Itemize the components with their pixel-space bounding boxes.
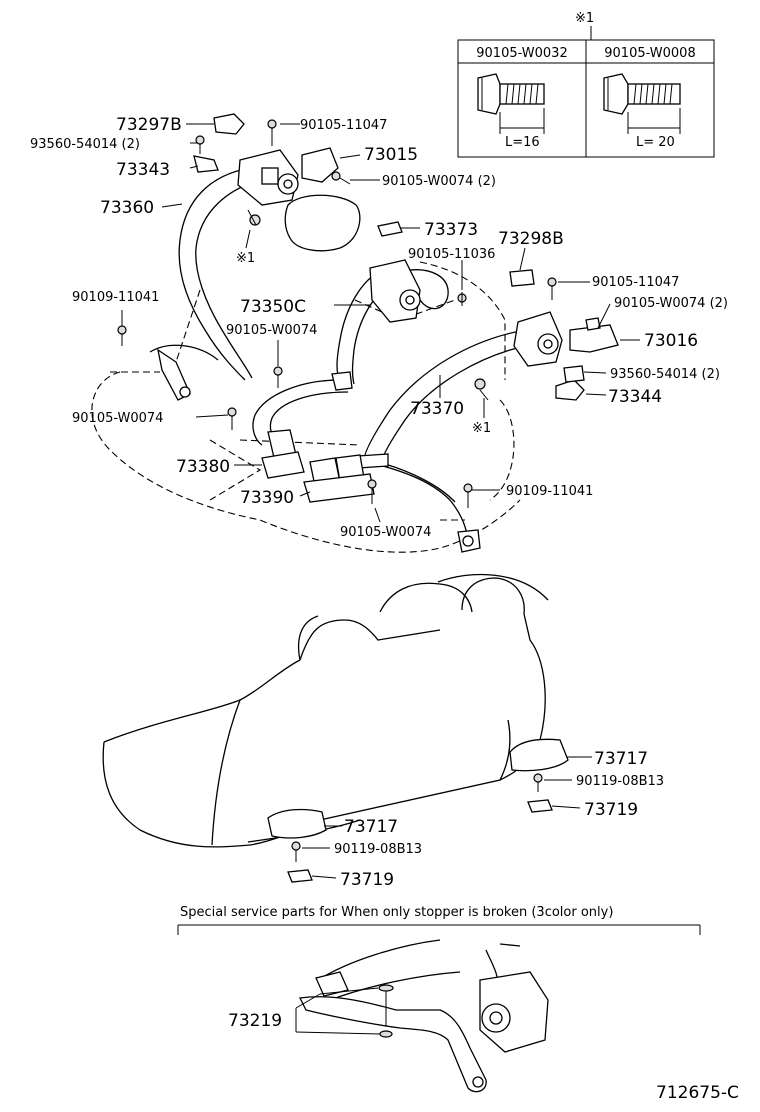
special-parts-note: Special service parts for When only stop…	[180, 905, 613, 920]
label-73370: 73370	[410, 399, 464, 419]
right-retractor	[513, 311, 563, 367]
label-mark1-b: ※1	[472, 421, 491, 436]
center-retractor	[369, 259, 421, 323]
seat-belt-assembly-drawing	[91, 113, 640, 553]
label-90105-W0074-2b: 90105-W0074 (2)	[614, 296, 728, 311]
label-73344: 73344	[608, 387, 662, 407]
label-90105-W0074-c: 90105-W0074	[340, 525, 431, 540]
label-73297B: 73297B	[116, 115, 182, 135]
buckle-73380	[261, 429, 305, 479]
label-73343: 73343	[116, 160, 170, 180]
figure-id: 712675-C	[656, 1083, 739, 1103]
label-73350C: 73350C	[240, 297, 306, 317]
left-retractor	[237, 149, 299, 206]
cover-73717-left	[267, 808, 327, 839]
label-93560-54014-a: 93560-54014 (2)	[30, 137, 140, 152]
buckle-73390	[303, 454, 375, 503]
label-90119-08B13-b: 90119-08B13	[334, 842, 422, 857]
special-parts-section: Special service parts for When only stop…	[177, 905, 701, 1093]
table-mark: ※1	[575, 11, 594, 26]
label-73219: 73219	[228, 1011, 282, 1031]
label-90105-W0074-2a: 90105-W0074 (2)	[382, 174, 496, 189]
label-73719-b: 73719	[340, 870, 394, 890]
detail-retractor	[479, 971, 549, 1053]
bolt-l20-icon	[603, 73, 681, 115]
label-90105-W0074-a: 90105-W0074	[226, 323, 317, 338]
label-90109-11041-a: 90109-11041	[72, 290, 159, 305]
part-labels: 73297B 93560-54014 (2) 90105-11047 73343…	[30, 115, 739, 1103]
label-73380: 73380	[176, 457, 230, 477]
label-90105-W0074-b: 90105-W0074	[72, 411, 163, 426]
part-73344	[555, 379, 585, 401]
cover-73717-right	[509, 738, 569, 772]
table-col1-part: 90105-W0032	[476, 46, 567, 61]
label-73298B: 73298B	[498, 229, 564, 249]
part-73373	[377, 221, 403, 237]
bolt-l16-icon	[477, 73, 545, 115]
label-90109-11041-b: 90109-11041	[506, 484, 593, 499]
label-73016: 73016	[644, 331, 698, 351]
label-mark1-a: ※1	[236, 251, 255, 266]
part-73343	[193, 155, 219, 173]
table-col1-length: L=16	[505, 135, 540, 150]
rear-seat-outline	[102, 573, 592, 883]
label-73015: 73015	[364, 145, 418, 165]
label-73719-a: 73719	[584, 800, 638, 820]
part-73298B	[509, 269, 535, 287]
leader-lines	[121, 123, 640, 523]
table-col2-part: 90105-W0008	[604, 46, 695, 61]
label-90105-11047-a: 90105-11047	[300, 118, 387, 133]
label-73717-b: 73717	[344, 817, 398, 837]
label-73360: 73360	[100, 198, 154, 218]
label-73390: 73390	[240, 488, 294, 508]
label-93560-54014-b: 93560-54014 (2)	[610, 367, 720, 382]
label-90105-11036: 90105-11036	[408, 247, 495, 262]
label-73373: 73373	[424, 220, 478, 240]
label-90105-11047-b: 90105-11047	[592, 275, 679, 290]
label-73717-a: 73717	[594, 749, 648, 769]
label-90119-08B13-a: 90119-08B13	[576, 774, 664, 789]
table-col2-length: L= 20	[636, 135, 675, 150]
part-73297B	[213, 113, 245, 135]
bolt-table: ※1 90105-W0032 90105-W0008 L=16 L= 20	[457, 11, 715, 158]
